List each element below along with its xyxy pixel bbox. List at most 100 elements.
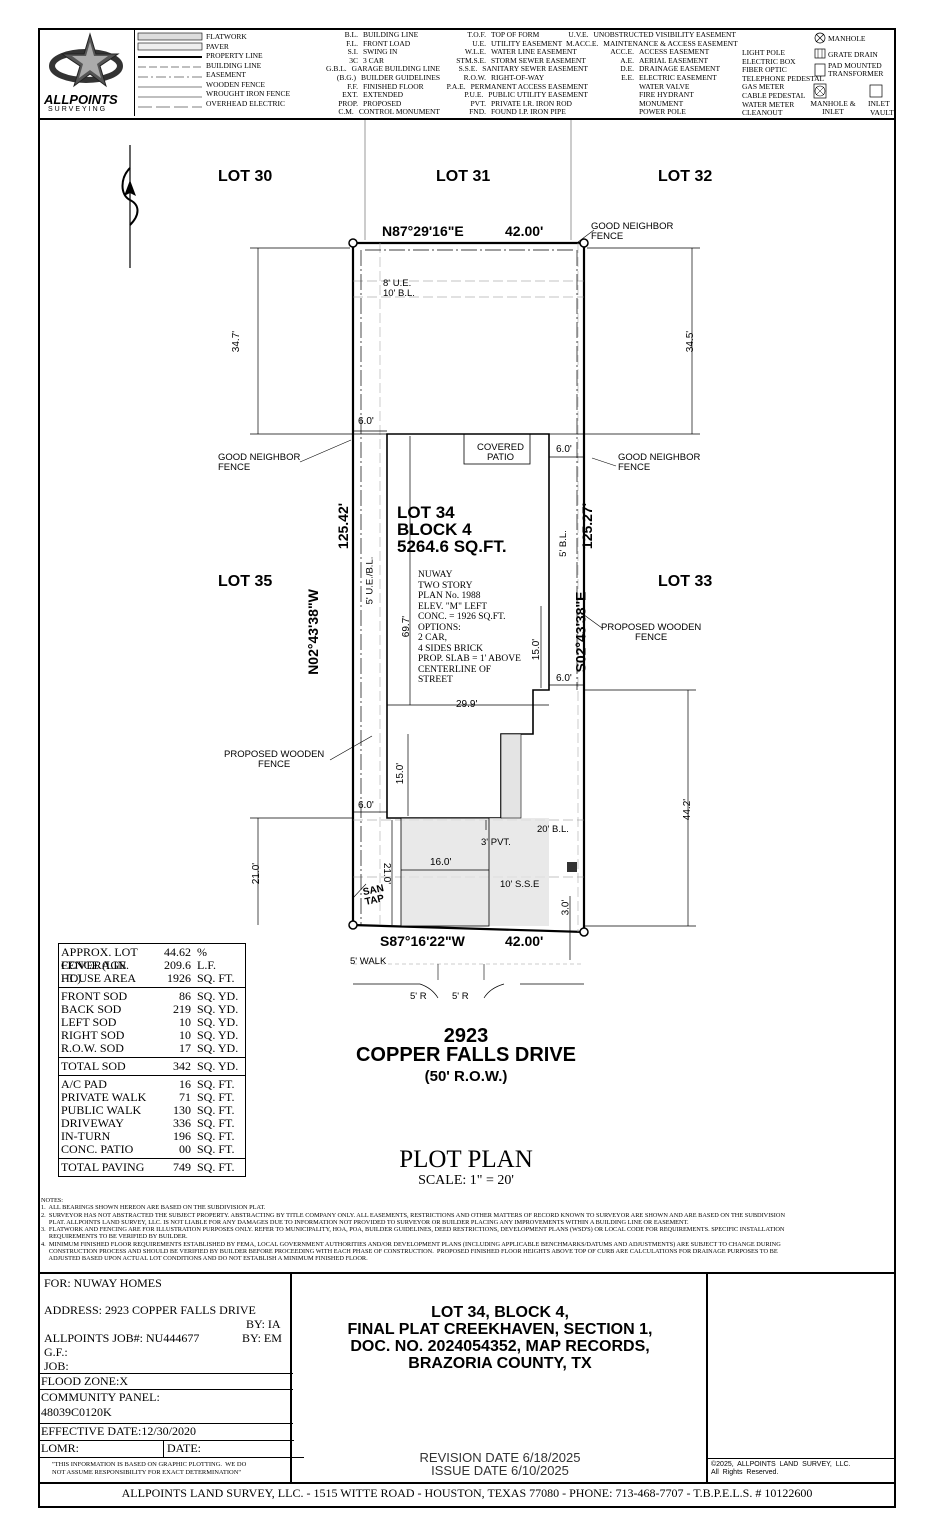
title-block: FOR: NUWAY HOMES ADDRESS: 2923 COPPER FA… bbox=[38, 1272, 896, 1484]
community-panel: COMMUNITY PANEL: bbox=[38, 1389, 293, 1405]
abbrev-code: C.M. bbox=[338, 107, 354, 117]
stats-label: FENCE (LIN. FT.) bbox=[61, 958, 129, 985]
abbrev-row: PVT.PRIVATE I.R. IRON ROD bbox=[418, 99, 588, 108]
abbrev-text: UTILITY EASEMENT bbox=[491, 38, 563, 48]
house-note-line: OPTIONS: bbox=[418, 622, 461, 633]
legend-label: FLATWORK bbox=[206, 32, 247, 41]
stats-unit: SQ. YD. bbox=[197, 1028, 239, 1042]
dim-69-7: 69.7' bbox=[401, 615, 413, 638]
abbrev-text: POWER POLE bbox=[639, 107, 686, 117]
house-note-line: CENTERLINE OF bbox=[418, 664, 492, 675]
job-number: ALLPOINTS JOB#: NU444677 bbox=[44, 1331, 200, 1345]
legal-line: FINAL PLAT CREEKHAVEN, SECTION 1, bbox=[347, 1321, 653, 1338]
house-note-line: CONC. = 1926 SQ.FT. bbox=[418, 612, 506, 622]
legal-description: LOT 34, BLOCK 4,FINAL PLAT CREEKHAVEN, S… bbox=[292, 1304, 708, 1372]
abbrev-code: F.L. bbox=[346, 38, 358, 48]
panel-number: 48039C0120K bbox=[41, 1405, 112, 1419]
note-line: 3. FLATWORK AND FENCING ARE FOR ILLUSTRA… bbox=[41, 1226, 785, 1234]
stats-label: LEFT SOD bbox=[61, 1015, 117, 1029]
abbrev-text: ELECTRIC EASEMENT bbox=[639, 72, 717, 82]
house-note-line: PLAN No. 1988 bbox=[418, 591, 481, 601]
abbrev-row: A.E.AERIAL EASEMENT bbox=[566, 56, 736, 65]
legend-swatches bbox=[136, 32, 206, 116]
drawing-frame bbox=[38, 28, 896, 1508]
note-line: REQUIREMENTS TO BE VERIFIED BY BUILDER. bbox=[41, 1233, 188, 1241]
lot-35-label: LOT 35 bbox=[218, 573, 273, 590]
pvt-label: 3' PVT. bbox=[481, 837, 511, 848]
abbrev-code: M.ACC.E. bbox=[566, 38, 599, 48]
sse-label: 10' S.S.E bbox=[500, 879, 540, 890]
house-note-line: NUWAY bbox=[418, 570, 453, 580]
abbrev-text: FINISHED FLOOR bbox=[363, 81, 424, 91]
stats-value: 1926 bbox=[167, 971, 191, 985]
issue-date: ISSUE DATE 6/10/2025 bbox=[431, 1463, 569, 1478]
abbrev-symbol-row: LIGHT POLE bbox=[742, 48, 785, 57]
note-line: 1. ALL BEARINGS SHOWN HEREON ARE BASED O… bbox=[41, 1204, 266, 1212]
abbrev-code: U.V.E. bbox=[568, 30, 589, 39]
front-bl-label: 20' B.L. bbox=[537, 824, 569, 835]
abbrev-code: R.O.W. bbox=[463, 72, 486, 82]
abbrev-row: B.L.BUILDING LINE bbox=[290, 30, 440, 39]
stats-value: 749 bbox=[173, 1160, 191, 1174]
stats-value: 71 bbox=[179, 1090, 191, 1104]
abbrev-text: WATER VALVE bbox=[639, 81, 690, 91]
job2-label: JOB: bbox=[44, 1359, 69, 1373]
note-line: ADJUSTED BASED UPON ACTUAL LOT CONDITION… bbox=[41, 1255, 368, 1263]
abbrev-code: S.S.E. bbox=[458, 64, 478, 74]
stats-value: 44.62 bbox=[164, 945, 191, 959]
abbrev-text: SWING IN bbox=[363, 47, 398, 57]
symbol-inlet: INLET bbox=[868, 99, 890, 108]
notes-title: NOTES: bbox=[41, 1197, 64, 1204]
note-line: 2. SURVEYOR HAS NOT ABSTRACTED THE SUBJE… bbox=[41, 1211, 785, 1219]
stats-label: DRIVEWAY bbox=[61, 1116, 124, 1130]
legend-label: PAVER bbox=[206, 41, 229, 51]
stats-unit: SQ. FT. bbox=[197, 1142, 235, 1156]
abbrev-text: BUILDING LINE bbox=[363, 30, 419, 39]
logo-star-icon bbox=[49, 32, 123, 88]
by-ia-label: BY: IA bbox=[246, 1317, 281, 1331]
abbrev-symbol-row: FIBER OPTIC bbox=[742, 65, 787, 75]
symbol-manhole: MANHOLE bbox=[828, 34, 866, 43]
lot-title: LOT 34 bbox=[397, 503, 455, 522]
dim-21-outer: 21.0' bbox=[251, 862, 263, 885]
abbrev-row: T.O.F.TOP OF FORM bbox=[418, 30, 588, 39]
stats-unit: SQ. YD. bbox=[197, 1041, 239, 1055]
good-neighbor-fence-top: GOOD NEIGHBOR FENCE bbox=[591, 221, 674, 242]
abbrev-code: U.E. bbox=[472, 38, 486, 48]
stats-unit: SQ. FT. bbox=[197, 1116, 235, 1130]
side-ue-label: 5' U.E./B.L. bbox=[364, 556, 376, 605]
abbrev-row: D.E.DRAINAGE EASEMENT bbox=[566, 64, 736, 74]
stats-unit: SQ. FT. bbox=[197, 1077, 235, 1091]
legend-label: BUILDING LINE bbox=[206, 60, 262, 70]
stats-unit: SQ. FT. bbox=[197, 1129, 235, 1143]
legend-label: OVERHEAD ELECTRIC bbox=[206, 98, 285, 108]
legend-label: EASEMENT bbox=[206, 70, 246, 79]
abbrev-row: S.I.SWING IN bbox=[290, 47, 440, 56]
plot-plan-title: PLOT PLAN bbox=[399, 1146, 533, 1173]
stats-unit: SQ. YD. bbox=[197, 989, 239, 1003]
stats-unit: L.F. bbox=[197, 958, 217, 972]
block-title: BLOCK 4 bbox=[397, 520, 472, 539]
symbol-vault: VAULT bbox=[870, 108, 894, 117]
abbrev-text: FOUND I.P. IRON PIPE bbox=[491, 107, 566, 117]
abbrev-text: ACCESS EASEMENT bbox=[639, 47, 710, 57]
abbrev-text: GARAGE BUILDING LINE bbox=[351, 64, 440, 74]
stats-label: BACK SOD bbox=[61, 1002, 122, 1016]
stats-value: 10 bbox=[179, 1028, 191, 1042]
abbrev-symbol-row: CABLE PEDESTAL bbox=[742, 90, 806, 100]
distance-top: 42.00' bbox=[505, 223, 544, 239]
abbrev-row: WATER VALVE bbox=[566, 82, 736, 91]
abbrev-code: P.A.E. bbox=[446, 81, 466, 91]
stats-value: 17 bbox=[179, 1041, 191, 1055]
abbrev-code: EXT. bbox=[342, 90, 358, 100]
footer-address: ALLPOINTS LAND SURVEY, LLC. - 1515 WITTE… bbox=[121, 1486, 813, 1500]
bl-label: 10' B.L. bbox=[383, 288, 415, 299]
lot-31-label: LOT 31 bbox=[436, 168, 491, 185]
area-title: 5264.6 SQ.FT. bbox=[397, 537, 507, 556]
